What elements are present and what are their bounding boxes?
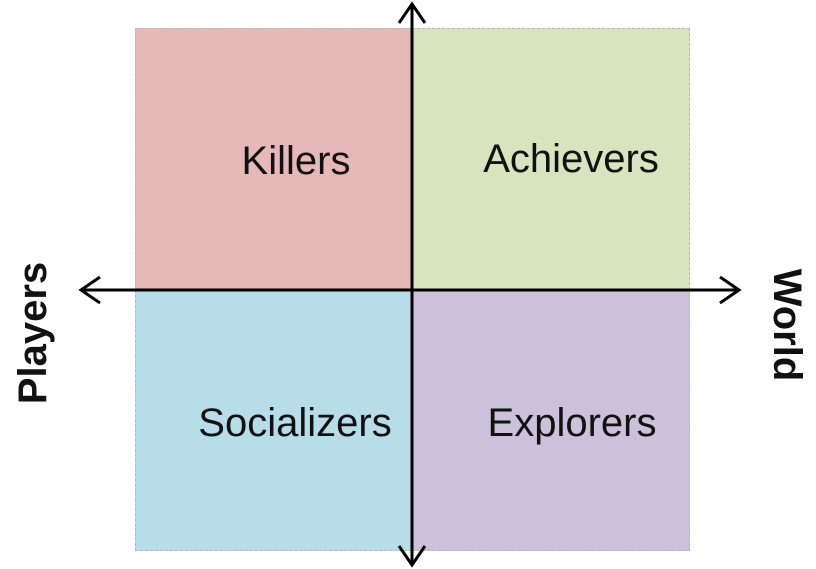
label-killers: Killers (241, 139, 351, 183)
right-arrowhead (719, 275, 742, 305)
quadrant-socializers (135, 290, 412, 551)
axis-label-players: Players (11, 261, 55, 405)
quadrant-achievers (412, 28, 690, 290)
label-socializers: Socializers (198, 401, 392, 445)
down-arrowhead (397, 545, 427, 568)
up-arrowhead (397, 1, 427, 24)
axis-label-world: World (765, 268, 809, 382)
quadrant-explorers (412, 290, 690, 551)
left-arrowhead (78, 275, 101, 305)
label-achievers: Achievers (483, 137, 659, 181)
quadrant-killers (135, 28, 412, 290)
label-explorers: Explorers (487, 401, 657, 445)
